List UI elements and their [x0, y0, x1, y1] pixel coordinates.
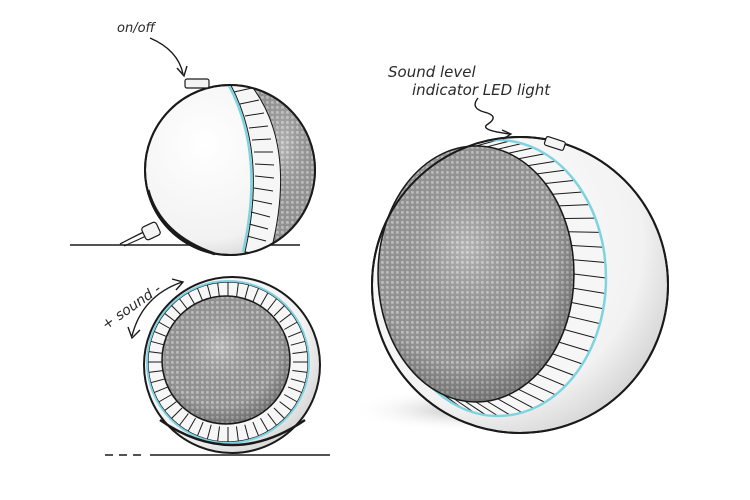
grill-slat	[464, 400, 487, 416]
grill-slat	[573, 287, 606, 294]
front-view-sketch: + sound -	[99, 276, 330, 456]
grill-slat	[552, 191, 583, 195]
grill-slat	[217, 282, 220, 298]
grill-slat	[267, 413, 278, 426]
grill-slat	[568, 315, 601, 325]
grill-slat	[284, 394, 298, 403]
grill-slat	[153, 386, 169, 394]
grill-slat	[252, 421, 260, 437]
side-grill-slats	[233, 87, 275, 242]
grill-slat	[148, 351, 164, 354]
grill-slat	[217, 426, 220, 442]
grill-slat	[287, 386, 303, 394]
grill-slat	[518, 388, 546, 403]
sound-arrow	[131, 281, 183, 337]
grill-slat	[573, 259, 606, 263]
grill-slat	[252, 287, 260, 303]
grill-slat	[545, 179, 575, 184]
grill-slat	[273, 407, 285, 419]
grill-slat	[196, 287, 204, 303]
grill-slat	[292, 370, 308, 373]
grill-slat	[187, 292, 196, 306]
grill-slat	[171, 407, 183, 419]
led-label-line1: Sound level	[388, 63, 477, 81]
grill-slat	[150, 340, 166, 346]
grill-slat	[292, 351, 308, 354]
grill-slat	[508, 394, 534, 409]
grill-slat	[290, 340, 306, 346]
grill-slat	[287, 330, 303, 338]
grill-slat	[153, 330, 169, 338]
grill-slat	[290, 378, 306, 384]
perspective-view-sketch: Sound level indicator LED light	[350, 63, 669, 434]
grill-slat	[150, 378, 166, 384]
front-grill-slats	[148, 282, 308, 442]
grill-slat	[536, 373, 566, 387]
grill-slat	[206, 424, 212, 440]
grill-slat	[244, 284, 250, 300]
power-label: on/off	[117, 21, 157, 36]
grill-slat	[527, 381, 556, 396]
grill-slat	[244, 424, 250, 440]
side-view-sketch: on/off	[70, 21, 316, 256]
grill-slat	[158, 394, 172, 403]
grill-slat	[267, 298, 278, 311]
grill-slat	[568, 231, 600, 233]
grill-slat	[158, 321, 172, 330]
grill-slat	[279, 401, 292, 412]
grill-slat	[236, 426, 239, 442]
grill-slat	[571, 302, 604, 310]
grill-slat	[273, 305, 285, 317]
grill-slat	[164, 401, 177, 412]
grill-slat	[148, 370, 164, 373]
grill-slat	[187, 418, 196, 432]
perspective-power-button	[543, 136, 566, 151]
grill-slat	[545, 364, 575, 377]
grill-slat	[552, 353, 583, 365]
grill-slat	[178, 413, 189, 426]
grill-slat	[558, 204, 590, 207]
grill-slat	[497, 143, 523, 150]
grill-slat	[573, 273, 607, 279]
grill-slat	[537, 169, 566, 175]
grill-slat	[558, 341, 590, 352]
grill-slat	[528, 160, 556, 167]
grill-slat	[284, 321, 298, 330]
led-label-line2: indicator LED light	[412, 81, 551, 99]
grill-slat	[486, 400, 511, 416]
grill-slat	[497, 398, 523, 413]
grill-slat	[196, 421, 204, 437]
led-pointer	[474, 97, 511, 135]
power-arrow	[149, 37, 184, 75]
grill-slat	[564, 329, 596, 339]
grill-slat	[236, 282, 239, 298]
grill-slat	[571, 245, 604, 248]
power-button	[184, 78, 210, 89]
grill-slat	[279, 312, 292, 323]
grill-slat	[518, 153, 545, 160]
grill-slat	[508, 147, 534, 154]
grill-slat	[260, 418, 269, 432]
grill-slat	[486, 140, 511, 148]
grill-slat	[475, 401, 499, 417]
grill-slat	[206, 284, 212, 300]
grill-slat	[260, 292, 269, 306]
